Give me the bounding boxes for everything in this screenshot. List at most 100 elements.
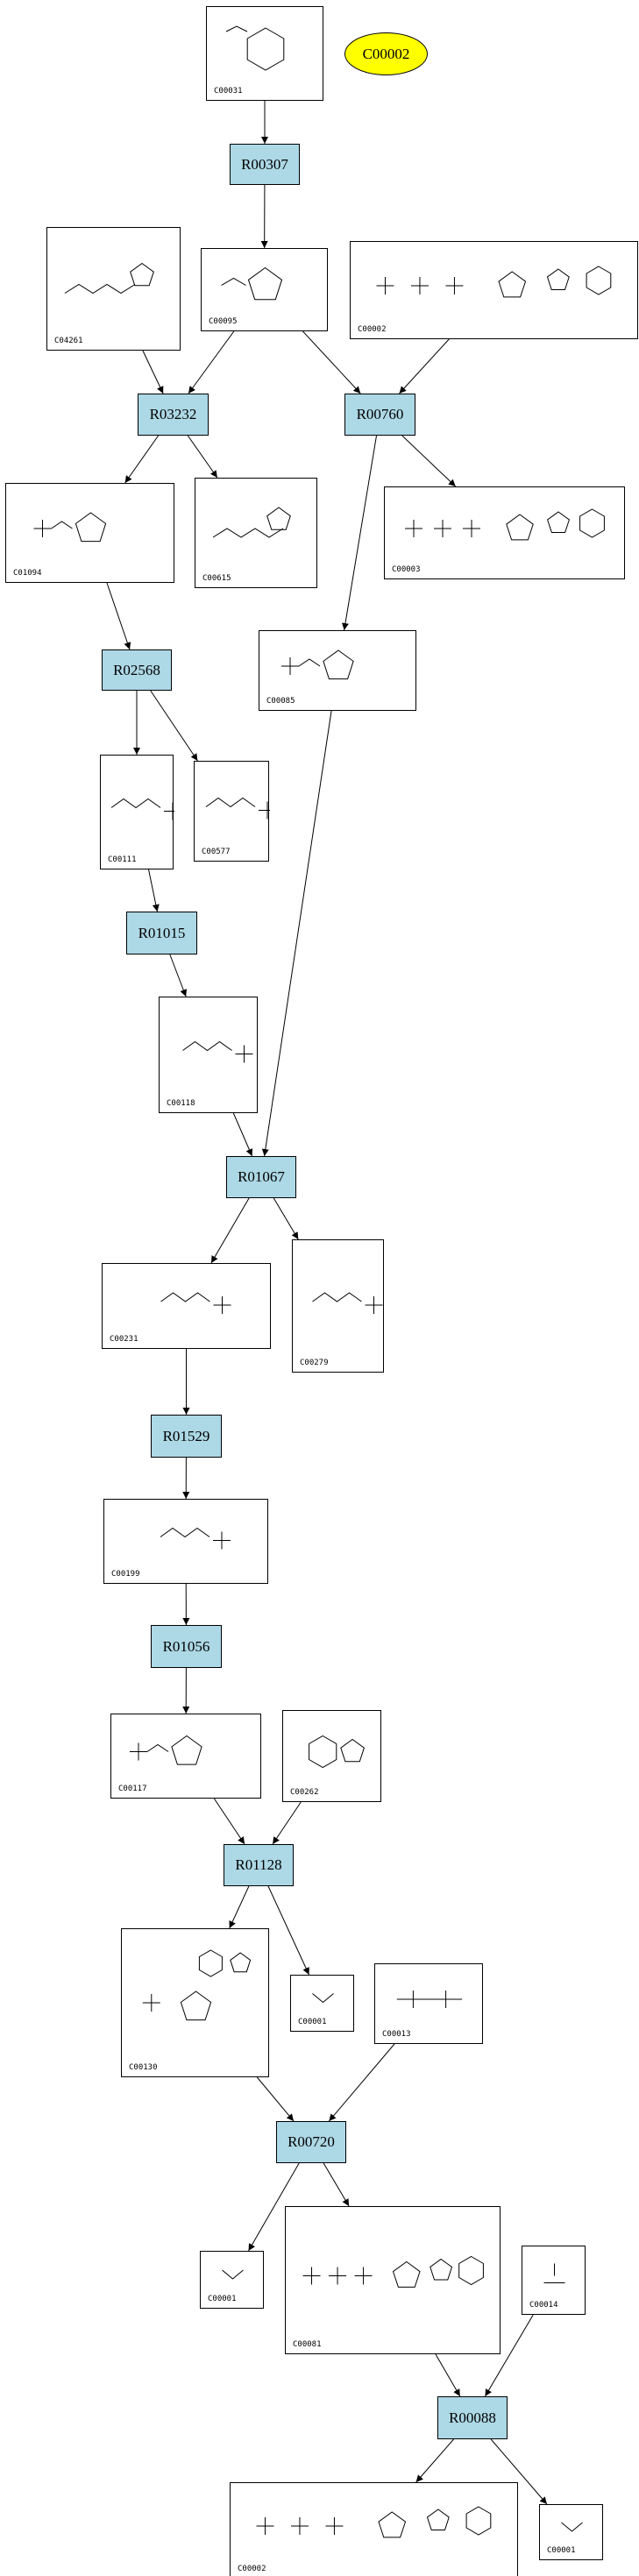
structure-image <box>312 1292 383 1314</box>
edge-r01067-to-c00279 <box>273 1197 299 1240</box>
highlight-compound-legend[interactable]: C00002 <box>344 32 428 75</box>
compound-c00117[interactable]: C00117 <box>110 1714 261 1799</box>
compound-c00111[interactable]: C00111 <box>100 755 174 869</box>
edge-c00014-to-r00088 <box>485 2314 534 2397</box>
compound-c00199[interactable]: C00199 <box>103 1499 268 1584</box>
structure-image <box>160 1292 231 1314</box>
edge-r00088-to-c00002b <box>415 2438 454 2483</box>
edge-c00095-to-r03232 <box>188 330 235 394</box>
edge-c00130-to-r00720 <box>256 2076 295 2122</box>
structure-image <box>312 1993 334 2004</box>
compound-c00130[interactable]: C00130 <box>121 1928 269 2077</box>
edge-c00111-to-r01015 <box>148 869 160 912</box>
compound-id-label: C00014 <box>529 2301 558 2310</box>
compound-c00003[interactable]: C00003 <box>384 486 625 579</box>
edge-r00088-to-c00001c <box>490 2438 548 2505</box>
structure-image <box>33 512 107 543</box>
reaction-r00720[interactable]: R00720 <box>276 2121 346 2163</box>
compound-c04261[interactable]: C04261 <box>46 227 181 351</box>
compound-c00002a[interactable]: C00002 <box>350 241 638 339</box>
edge-c00085-to-r01067 <box>261 710 332 1157</box>
compound-c00001c[interactable]: C00001 <box>539 2504 603 2560</box>
compound-c00118[interactable]: C00118 <box>159 997 258 1113</box>
reaction-r00088[interactable]: R00088 <box>437 2396 508 2439</box>
compound-c00001b[interactable]: C00001 <box>200 2251 264 2309</box>
structure-image <box>396 1991 463 2008</box>
compound-id-label: C00199 <box>111 1570 140 1579</box>
structure-image <box>205 797 270 820</box>
compound-c00085[interactable]: C00085 <box>259 630 416 711</box>
edge-c00013-to-r00720 <box>328 2043 395 2122</box>
compound-c00279[interactable]: C00279 <box>292 1239 384 1373</box>
reaction-r00760[interactable]: R00760 <box>344 394 415 436</box>
compound-id-label: C00231 <box>110 1335 138 1344</box>
compound-id-label: C00013 <box>382 2030 411 2039</box>
compound-id-label: C00577 <box>202 848 231 856</box>
structure-image <box>212 507 291 538</box>
reaction-r02568[interactable]: R02568 <box>102 649 172 691</box>
edge-r00760-to-c00085 <box>342 435 378 631</box>
edge-c00117-to-r01128 <box>213 1798 245 1845</box>
edge-c00081-to-r00088 <box>435 2353 461 2397</box>
edge-c04261-to-r03232 <box>142 350 164 394</box>
compound-id-label: C00002 <box>238 2565 266 2573</box>
compound-id-label: C00130 <box>129 2063 158 2072</box>
edge-r01128-to-c00001a <box>267 1885 309 1976</box>
compound-id-label: C04261 <box>54 337 83 345</box>
edge-r03232-to-c00615 <box>187 435 218 479</box>
structure-image <box>309 1735 365 1769</box>
edge-r01067-to-c00231 <box>210 1197 250 1264</box>
structure-image <box>222 2269 244 2280</box>
compound-id-label: C00095 <box>209 317 238 326</box>
edge-r02568-to-c00577 <box>150 690 198 762</box>
reaction-r03232[interactable]: R03232 <box>138 394 209 436</box>
compound-c01094[interactable]: C01094 <box>5 483 174 583</box>
compound-c00013[interactable]: C00013 <box>374 1963 483 2044</box>
compound-c00031[interactable]: C00031 <box>206 6 323 101</box>
compound-c00262[interactable]: C00262 <box>282 1710 381 1802</box>
structure-image <box>561 2522 583 2532</box>
structure-image <box>256 2506 492 2538</box>
compound-c00615[interactable]: C00615 <box>195 478 317 588</box>
structure-image <box>182 1040 253 1063</box>
structure-image <box>221 266 283 301</box>
reaction-r01056[interactable]: R01056 <box>151 1625 222 1668</box>
reaction-r01067[interactable]: R01067 <box>226 1156 296 1198</box>
compound-c00095[interactable]: C00095 <box>201 248 328 331</box>
compound-c00014[interactable]: C00014 <box>522 2246 586 2315</box>
structure-image <box>376 266 612 298</box>
compound-id-label: C01094 <box>13 569 42 578</box>
compound-c00081[interactable]: C00081 <box>285 2206 501 2354</box>
reaction-r01128[interactable]: R01128 <box>224 1844 294 1886</box>
edge-c01094-to-r02568 <box>106 582 131 650</box>
structure-image <box>110 798 174 820</box>
compound-id-label: C00118 <box>167 1099 195 1108</box>
edge-c00262-to-r01128 <box>272 1801 302 1845</box>
structure-image <box>543 2263 565 2283</box>
compound-c00231[interactable]: C00231 <box>102 1263 271 1349</box>
compound-id-label: C00002 <box>358 325 387 334</box>
compound-id-label: C00262 <box>290 1788 319 1797</box>
compound-id-label: C00001 <box>547 2546 576 2555</box>
edge-r01128-to-c00130 <box>229 1885 250 1929</box>
structure-image <box>130 1735 202 1765</box>
compound-id-label: C00615 <box>202 574 231 583</box>
structure-image <box>281 649 354 680</box>
compound-id-label: C00003 <box>392 565 421 574</box>
reaction-r01015[interactable]: R01015 <box>126 912 197 954</box>
edge-c00118-to-r01067 <box>232 1112 253 1157</box>
edge-r00720-to-c00001b <box>248 2162 300 2252</box>
compound-c00577[interactable]: C00577 <box>194 761 270 862</box>
structure-image <box>405 508 605 541</box>
reaction-r00307[interactable]: R00307 <box>230 144 300 185</box>
structure-image <box>64 262 154 295</box>
edge-r00720-to-c00081 <box>323 2162 350 2207</box>
edge-r03232-to-c01094 <box>124 435 160 484</box>
structure-image <box>142 1949 252 2021</box>
compound-c00002b[interactable]: C00002 <box>230 2482 518 2576</box>
compound-c00001a[interactable]: C00001 <box>290 1975 354 2032</box>
reaction-r01529[interactable]: R01529 <box>151 1415 222 1458</box>
compound-id-label: C00111 <box>108 855 137 864</box>
